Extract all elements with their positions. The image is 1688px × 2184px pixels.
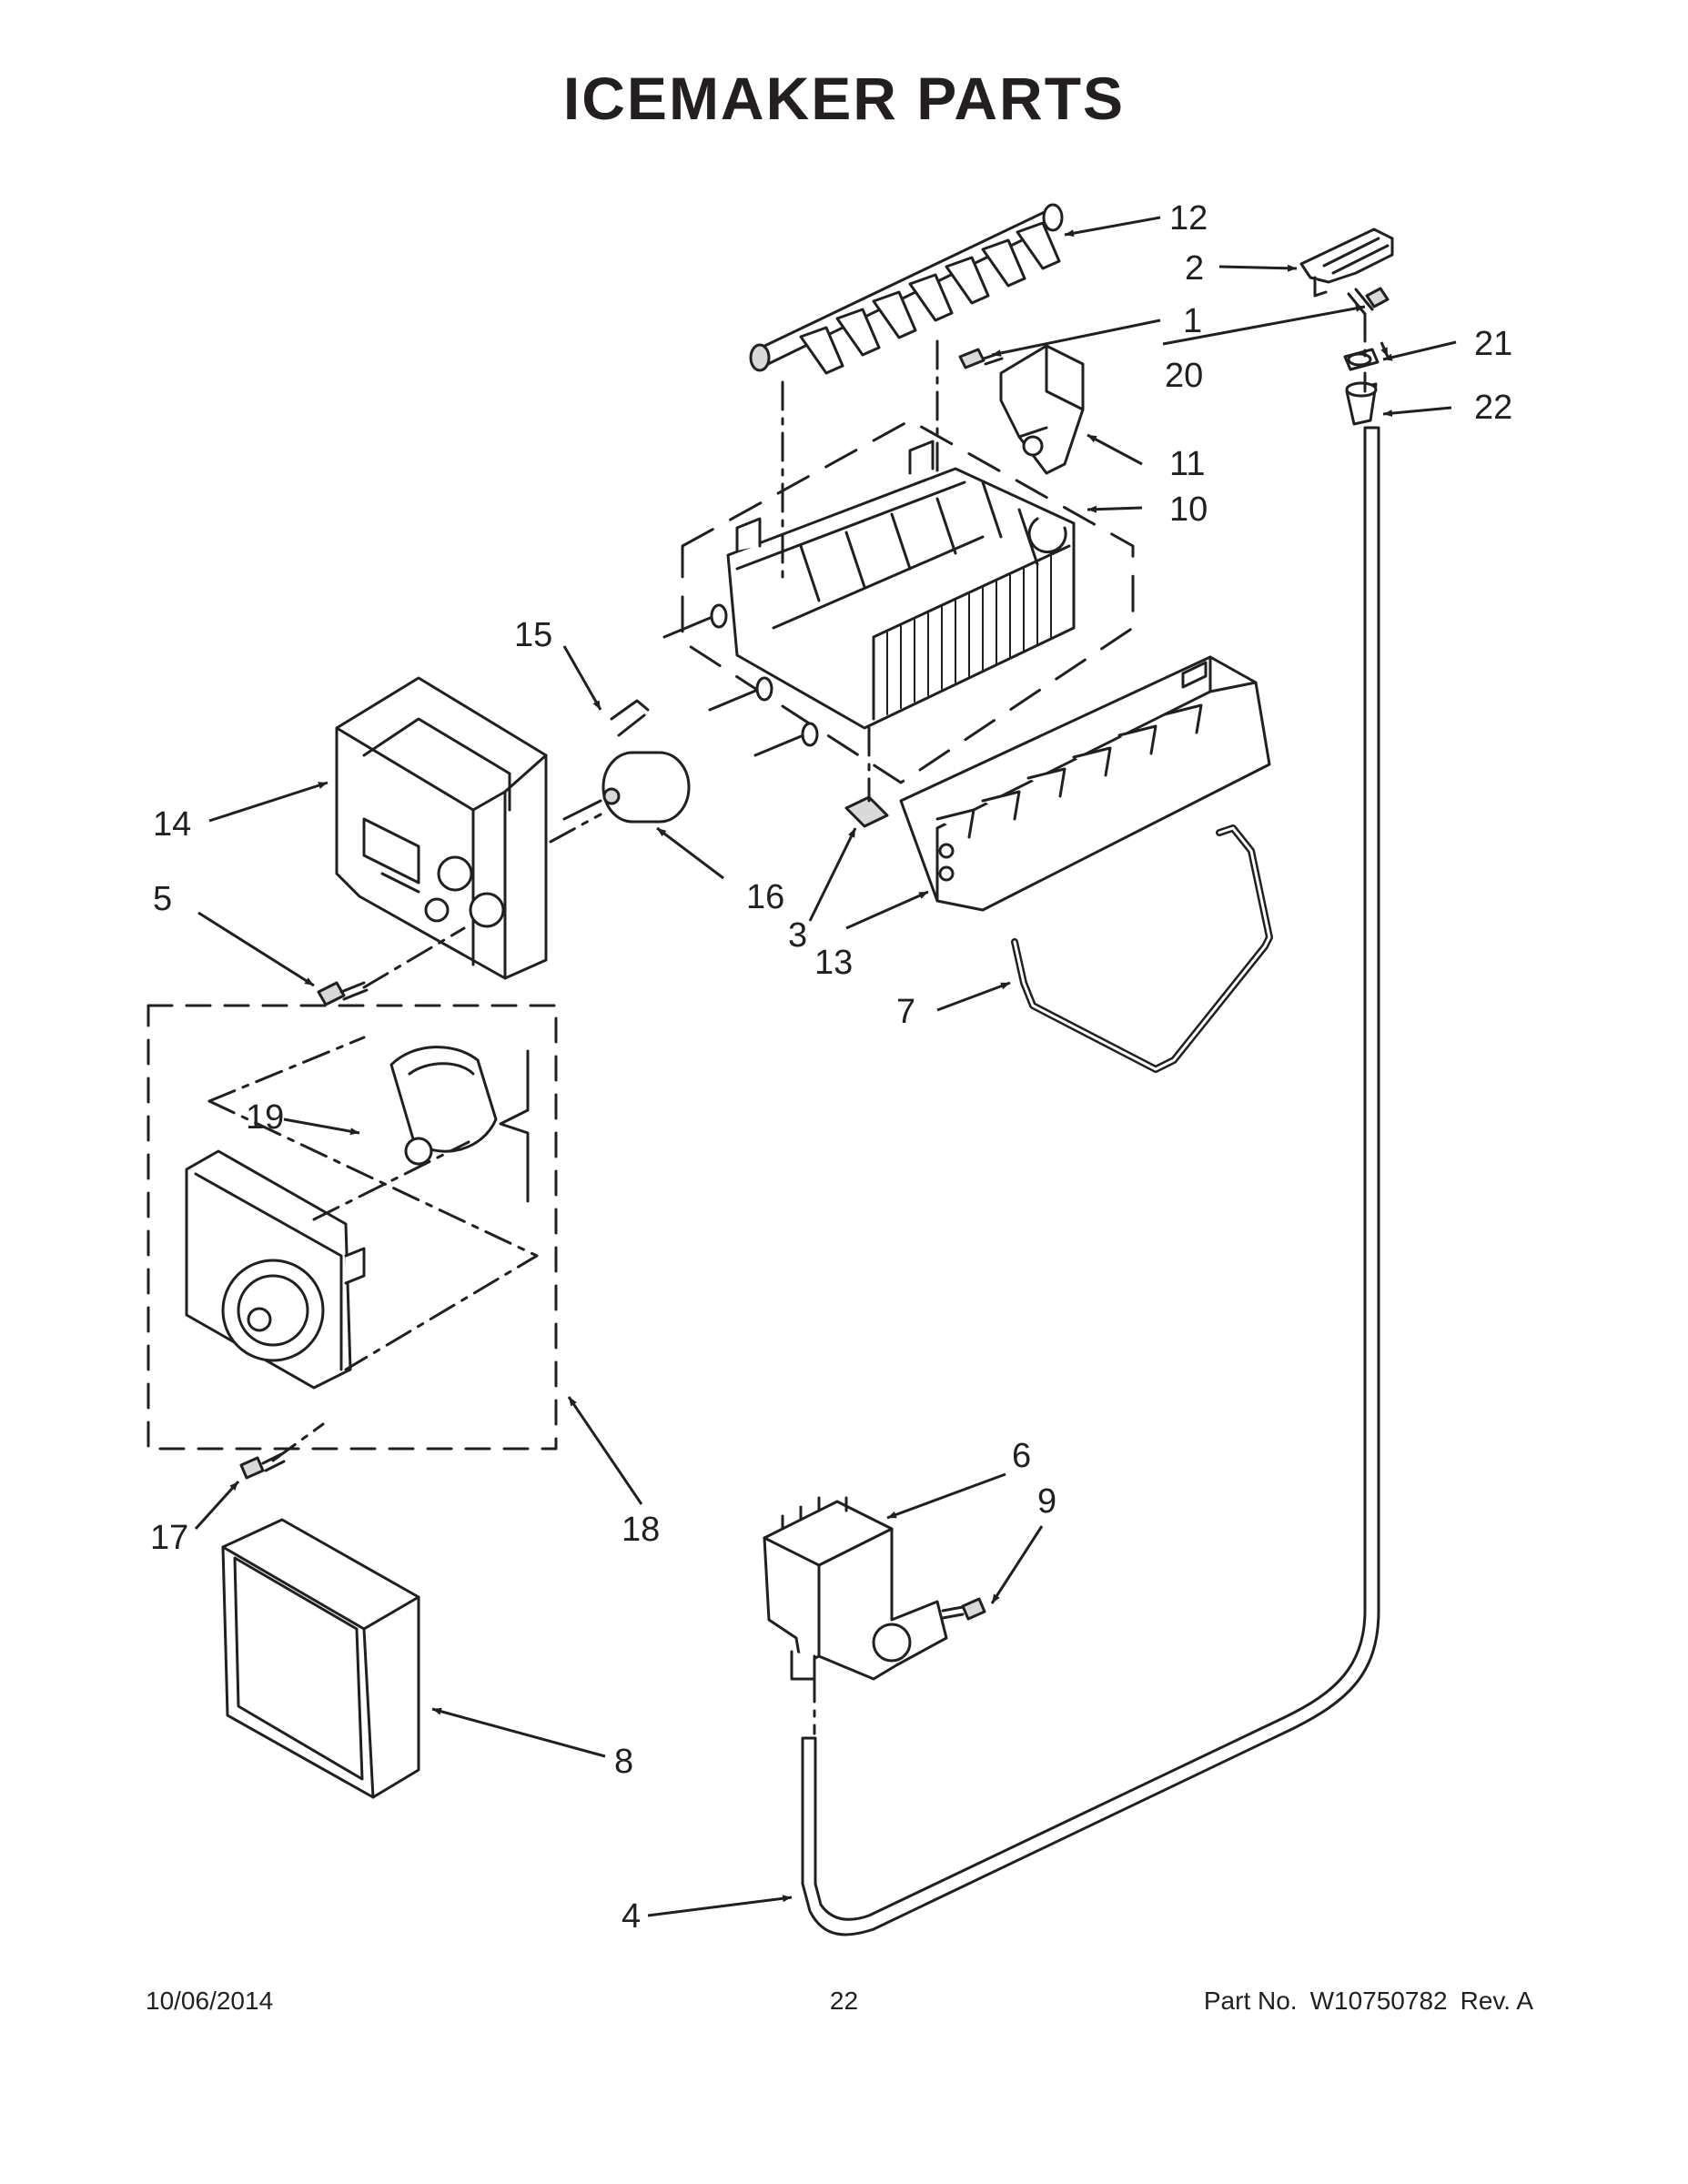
grommet-part bbox=[1343, 348, 1380, 371]
callout-2: 2 bbox=[1185, 249, 1204, 288]
footer-page-number: 22 bbox=[829, 1987, 859, 2015]
callout-labels: 12 2 1 20 21 22 11 10 15 14 5 16 3 13 7 … bbox=[150, 199, 1512, 1936]
page-title: ICEMAKER PARTS bbox=[562, 65, 1126, 132]
ejector-shaft-part bbox=[749, 203, 1064, 375]
tube-fitting-part bbox=[1345, 381, 1378, 426]
revision-label: Rev. A bbox=[1460, 1987, 1533, 2015]
callout-21: 21 bbox=[1474, 325, 1512, 363]
callout-12: 12 bbox=[1169, 199, 1208, 238]
screw-9-part bbox=[941, 1597, 986, 1621]
callout-18: 18 bbox=[622, 1511, 660, 1549]
thermostat-clip-part bbox=[610, 699, 650, 737]
callout-3: 3 bbox=[788, 916, 807, 955]
callout-6: 6 bbox=[1012, 1437, 1031, 1475]
callout-4: 4 bbox=[622, 1897, 641, 1936]
callout-9: 9 bbox=[1037, 1482, 1056, 1521]
callout-11: 11 bbox=[1169, 445, 1205, 483]
screw-1-part bbox=[958, 348, 1004, 369]
callout-13: 13 bbox=[814, 944, 853, 982]
callout-8: 8 bbox=[614, 1743, 633, 1781]
clip-3-part bbox=[844, 777, 889, 828]
callout-10: 10 bbox=[1169, 490, 1208, 529]
callout-16: 16 bbox=[746, 878, 784, 916]
stripper-part bbox=[899, 655, 1271, 912]
screw-5-part bbox=[317, 981, 369, 1006]
thermostat-part bbox=[562, 751, 691, 824]
shutoff-arm-part bbox=[1011, 824, 1273, 1073]
ice-mold-part bbox=[662, 419, 1135, 784]
fill-cup-part bbox=[999, 344, 1085, 475]
screw-20-part bbox=[1347, 287, 1390, 316]
front-cover-part bbox=[335, 676, 548, 980]
part-number-value: W10750782 bbox=[1309, 1987, 1448, 2015]
cover-8-part bbox=[221, 1518, 420, 1799]
callout-20: 20 bbox=[1165, 357, 1203, 395]
callout-5: 5 bbox=[153, 880, 172, 918]
alignment-lines bbox=[207, 312, 1367, 1735]
footer-date: 10/06/2014 bbox=[146, 1987, 274, 2015]
callout-14: 14 bbox=[153, 805, 191, 844]
footer-part-number: Part No. W10750782 Rev. A bbox=[1191, 1987, 1533, 2016]
callout-19: 19 bbox=[246, 1098, 284, 1137]
callout-7: 7 bbox=[896, 993, 915, 1031]
motor-part bbox=[389, 1046, 530, 1203]
fill-tube-part bbox=[801, 426, 1380, 1936]
callout-22: 22 bbox=[1474, 389, 1512, 427]
callout-17: 17 bbox=[150, 1519, 188, 1557]
water-valve-part bbox=[763, 1496, 948, 1681]
callout-15: 15 bbox=[514, 616, 552, 654]
leader-lines bbox=[194, 216, 1457, 1917]
part-number-label: Part No. bbox=[1203, 1987, 1298, 2015]
callout-1: 1 bbox=[1183, 302, 1202, 340]
clip-part bbox=[1299, 228, 1394, 298]
module-assembly-part bbox=[147, 1004, 558, 1451]
